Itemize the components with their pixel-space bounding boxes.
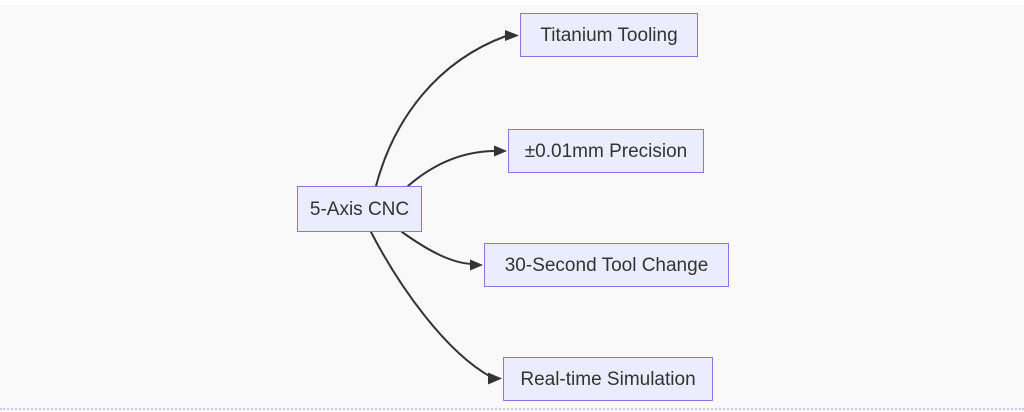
- arrowhead-tool-change: [470, 259, 483, 271]
- node-simulation-label: Real-time Simulation: [520, 368, 696, 390]
- bottom-dashed-border: [0, 408, 1024, 410]
- edge-root-to-tool-change: [401, 231, 473, 265]
- node-titanium-tooling: Titanium Tooling: [520, 13, 698, 57]
- edge-root-to-titanium-tooling: [375, 35, 507, 187]
- node-5-axis-cnc: 5-Axis CNC: [297, 186, 422, 232]
- node-precision-label: ±0.01mm Precision: [524, 140, 688, 162]
- node-titanium-tooling-label: Titanium Tooling: [540, 24, 678, 46]
- arrowhead-titanium-tooling: [505, 30, 519, 41]
- node-5-axis-cnc-label: 5-Axis CNC: [309, 198, 410, 220]
- node-tool-change-label: 30-Second Tool Change: [504, 254, 709, 276]
- top-margin-strip: [0, 0, 1024, 5]
- edge-root-to-simulation: [370, 231, 492, 378]
- arrowhead-simulation: [488, 372, 502, 385]
- node-simulation: Real-time Simulation: [503, 357, 713, 401]
- edge-root-to-precision: [407, 150, 497, 187]
- arrowhead-precision: [494, 145, 507, 157]
- node-tool-change: 30-Second Tool Change: [484, 243, 729, 287]
- node-precision: ±0.01mm Precision: [508, 129, 704, 173]
